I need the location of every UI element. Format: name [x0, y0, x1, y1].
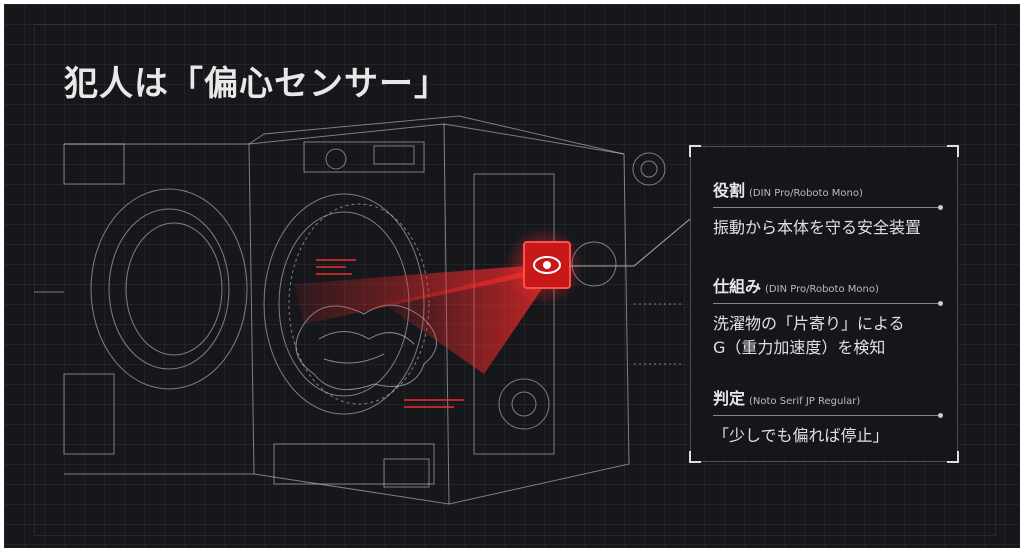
section-text: G（重力加速度）を検知 — [713, 338, 886, 357]
washing-machine-illustration — [34, 115, 691, 505]
section-text: 「少しでも偏れば停止」 — [713, 426, 889, 445]
section-judgement: 判定(Noto Serif JP Regular) 「少しでも偏れば停止」 — [713, 385, 943, 448]
red-annotations — [316, 259, 464, 408]
slide: 犯人は「偏心センサー」 — [4, 4, 1020, 548]
section-heading: 役割 — [713, 181, 746, 200]
sensor-beam — [294, 264, 549, 324]
section-heading: 判定 — [713, 389, 746, 408]
blueprint-frame — [34, 24, 996, 536]
section-note: (DIN Pro/Roboto Mono) — [765, 284, 879, 295]
callout-line — [570, 218, 691, 267]
laundry-icon — [295, 304, 437, 391]
divider — [713, 413, 943, 418]
divider — [713, 205, 943, 210]
section-heading: 仕組み — [713, 277, 762, 296]
section-text: 洗濯物の「片寄り」による — [713, 314, 905, 333]
section-note: (DIN Pro/Roboto Mono) — [749, 188, 863, 199]
info-panel: 役割(DIN Pro/Roboto Mono) 振動から本体を守る安全装置 仕組… — [689, 145, 959, 463]
slide-title: 犯人は「偏心センサー」 — [64, 64, 449, 104]
section-mechanism: 仕組み(DIN Pro/Roboto Mono) 洗濯物の「片寄り」による G（… — [713, 273, 943, 360]
sensor-beam-2 — [384, 266, 552, 374]
section-note: (Noto Serif JP Regular) — [749, 396, 861, 407]
eye-sensor-icon — [523, 241, 571, 289]
section-role: 役割(DIN Pro/Roboto Mono) 振動から本体を守る安全装置 — [713, 177, 943, 240]
divider — [713, 301, 943, 306]
section-text: 振動から本体を守る安全装置 — [713, 218, 922, 237]
